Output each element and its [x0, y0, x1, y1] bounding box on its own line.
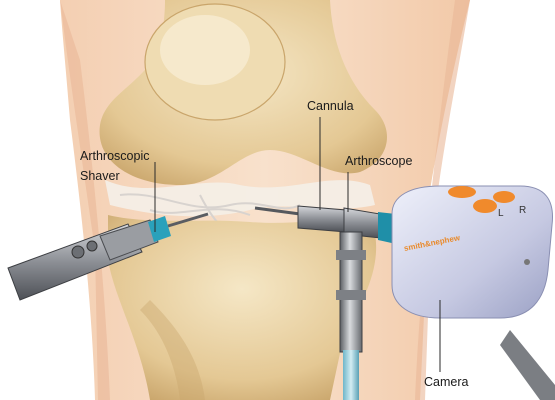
light-cable [343, 350, 359, 400]
arthroscope-label: Arthroscope [345, 151, 412, 171]
camera-button-right [493, 191, 515, 203]
shaver-knob [87, 241, 97, 251]
shaver-label-line2: Shaver [80, 166, 149, 186]
cannula-label: Cannula [307, 96, 354, 116]
light-post-ring [336, 290, 366, 300]
camera-button-r-label: R [519, 205, 526, 216]
camera-button-l-label: L [498, 208, 504, 219]
camera-button-top [448, 186, 476, 198]
camera-cable [500, 330, 555, 400]
camera-label: Camera [424, 372, 468, 392]
camera-body [392, 186, 553, 318]
cannula-body [298, 206, 346, 232]
shaver-label: Arthroscopic Shaver [80, 146, 149, 186]
camera-indicator-dot [524, 259, 530, 265]
camera-button-left [473, 199, 497, 213]
shaver-knob [72, 246, 84, 258]
shaver-label-line1: Arthroscopic [80, 146, 149, 166]
patella-highlight [160, 15, 250, 85]
light-post-ring [336, 250, 366, 260]
